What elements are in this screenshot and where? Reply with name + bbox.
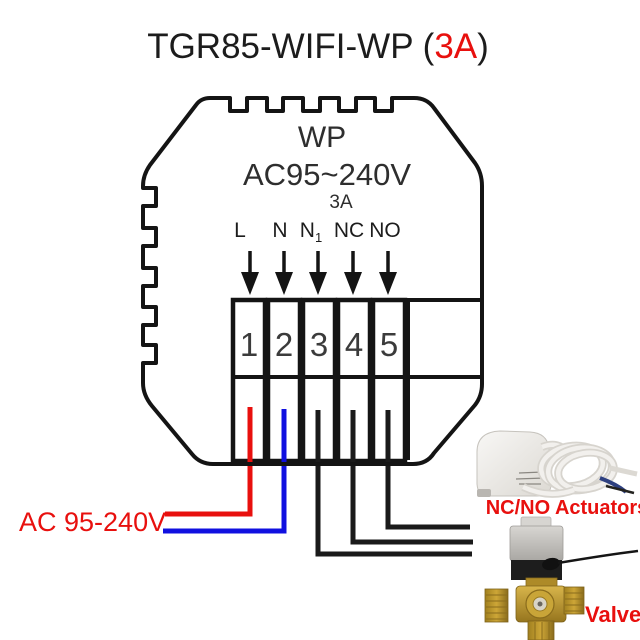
- down-arrow-icon: [241, 251, 259, 295]
- actuator-photo: [476, 430, 638, 498]
- valve-cable-connector: [542, 557, 560, 571]
- actuator-foot: [477, 489, 491, 497]
- terminal-label-nc: NC: [334, 219, 364, 242]
- down-arrow-icon: [344, 251, 362, 295]
- valve-right-port: [563, 586, 585, 615]
- down-arrow-icon: [379, 251, 397, 295]
- title-rating-highlight: 3A: [434, 27, 477, 66]
- wires: [163, 407, 473, 557]
- down-arrow-icon: [275, 251, 293, 295]
- wire-n1: [315, 410, 472, 557]
- actuators-label: NC/NO Actuators: [486, 497, 640, 519]
- terminal-label-no: NO: [369, 219, 401, 242]
- terminal-label-l: L: [234, 219, 246, 242]
- power-supply-label: AC 95-240V: [19, 507, 166, 537]
- wire-nc: [350, 410, 473, 545]
- terminal-arrows: [241, 251, 397, 295]
- actuator-cable-coil: [521, 440, 638, 498]
- page-title: TGR85-WIFI-WP (3A): [147, 27, 489, 66]
- valve-photo: [484, 516, 639, 640]
- actuator-wire-black: [605, 484, 635, 495]
- terminal-label-n1: N1: [300, 219, 322, 245]
- terminal-number-1: 1: [240, 326, 258, 363]
- valve-label: Valve: [585, 602, 640, 627]
- terminal-number-5: 5: [380, 326, 398, 363]
- actuator-wire-end: [609, 465, 638, 477]
- terminal-number-3: 3: [310, 326, 328, 363]
- title-suffix: ): [477, 27, 489, 66]
- terminal-labels: L N N1 NC NO: [234, 219, 401, 245]
- device-voltage-label: AC95~240V: [243, 157, 411, 192]
- device-current-label: 3A: [329, 192, 353, 213]
- valve-front-dot: [537, 601, 543, 607]
- wire-neutral: [163, 409, 287, 534]
- valve-bottom-port: [527, 620, 555, 640]
- valve-left-port: [484, 588, 509, 623]
- terminal-block: [230, 297, 482, 464]
- terminal-label-n: N: [272, 219, 287, 242]
- terminal-number-2: 2: [275, 326, 293, 363]
- valve-actuator-box: [509, 525, 564, 562]
- wire-no: [385, 410, 470, 530]
- title-prefix: TGR85-WIFI-WP (: [147, 27, 434, 66]
- terminal-number-4: 4: [345, 326, 363, 363]
- valve-cable: [557, 549, 639, 565]
- wire-live: [165, 407, 253, 517]
- terminal-numbers: 1 2 3 4 5: [240, 326, 398, 363]
- device-model-label: WP: [298, 121, 346, 154]
- down-arrow-icon: [309, 251, 327, 295]
